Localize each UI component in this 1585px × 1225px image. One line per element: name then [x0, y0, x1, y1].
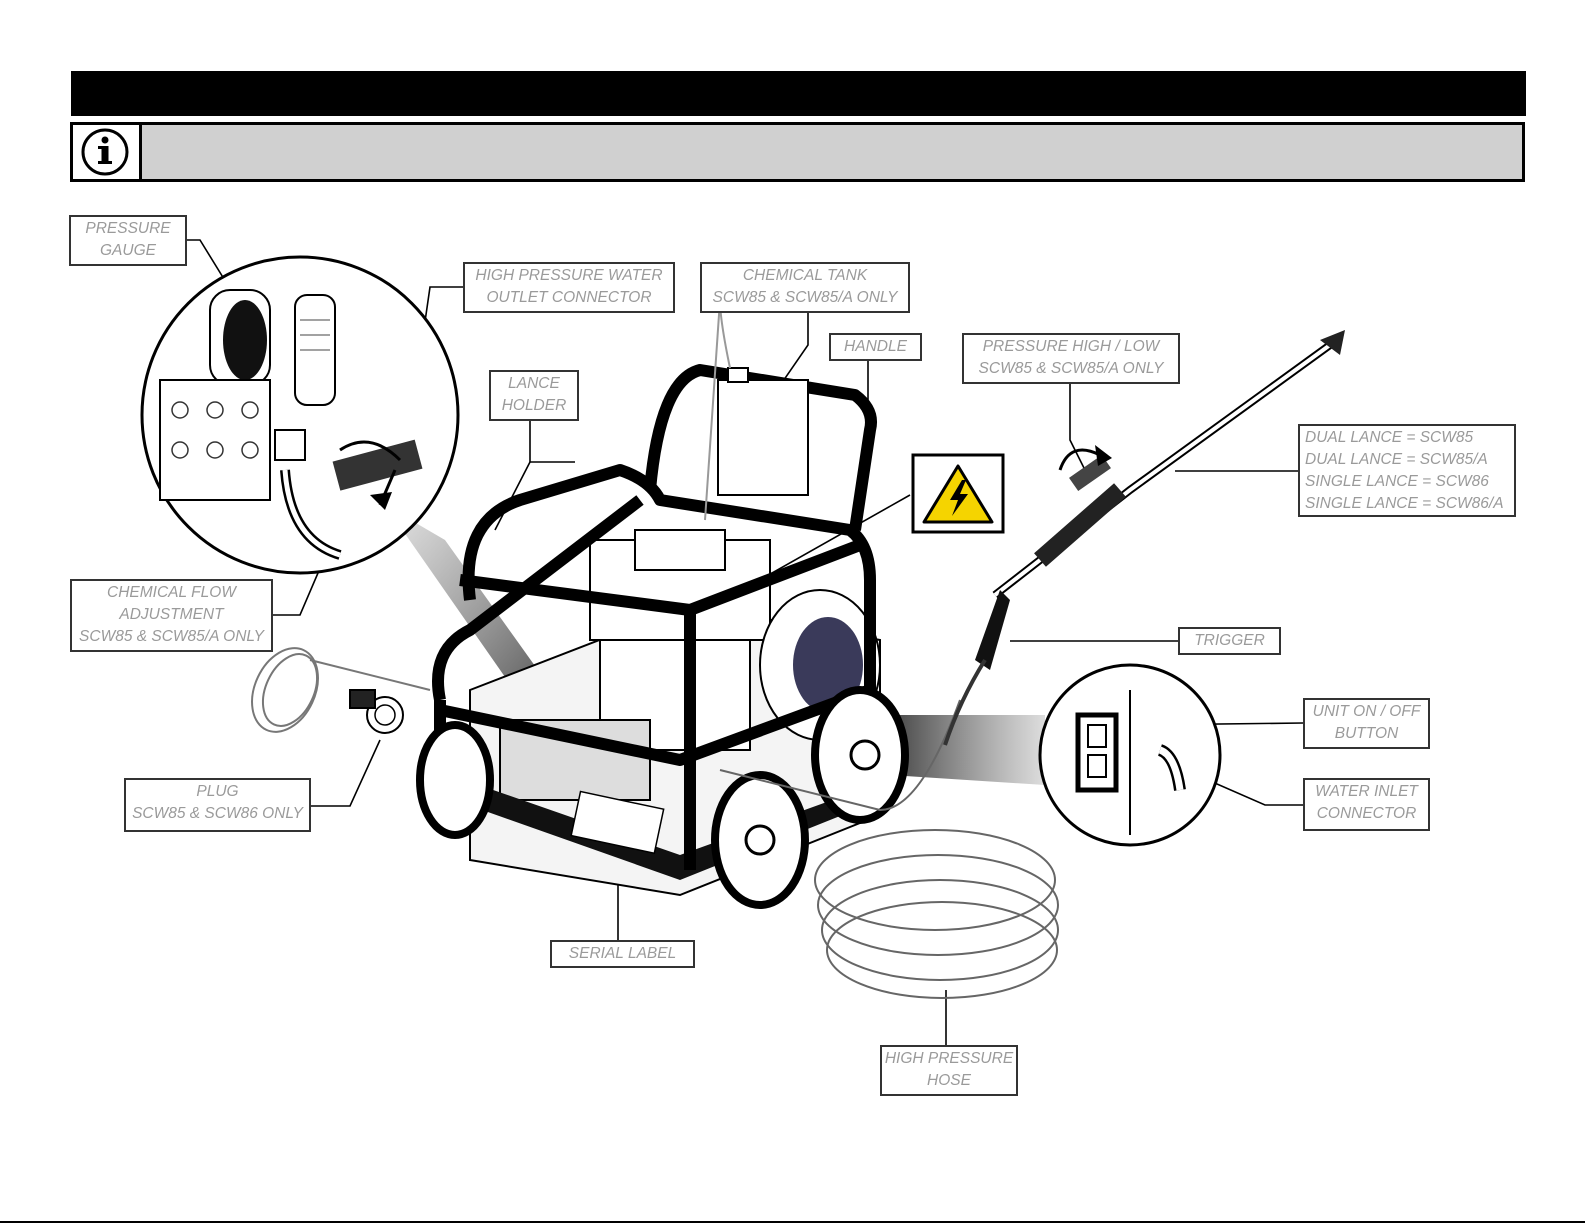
label-serial-label: SERIAL LABEL [550, 940, 695, 968]
header-bar [71, 71, 1526, 116]
bottom-rule [0, 1221, 1585, 1223]
info-bar [70, 122, 1525, 182]
label-handle: HANDLE [829, 333, 922, 361]
label-trigger: TRIGGER [1178, 627, 1281, 655]
electrical-hazard-icon [911, 453, 1005, 534]
machine-body [416, 299, 909, 909]
pump-detail-callout [140, 255, 460, 575]
info-icon [73, 125, 142, 179]
switch-detail-callout [1038, 663, 1222, 847]
wheels [416, 686, 909, 909]
plug-cable [251, 647, 431, 734]
spray-lance [943, 330, 1345, 746]
